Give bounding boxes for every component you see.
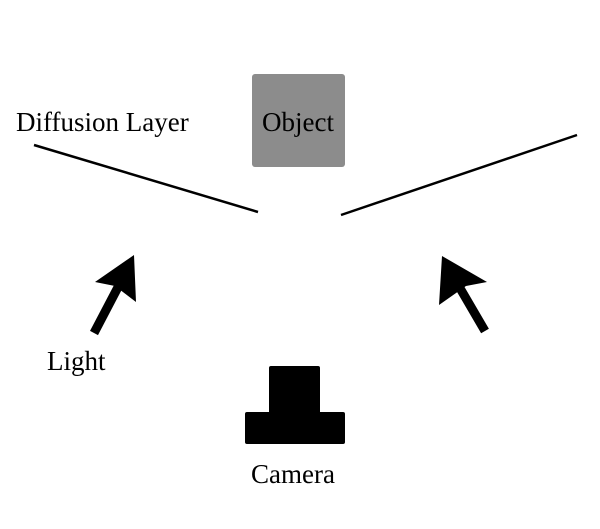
- diffusion-layer-label: Diffusion Layer: [16, 107, 189, 137]
- object-box: [252, 74, 345, 167]
- camera-icon: [245, 366, 345, 444]
- diffusion-layer-left-line: [33, 143, 259, 214]
- camera-label: Camera: [251, 459, 335, 489]
- right-light-arrow-icon: [439, 256, 489, 334]
- object-label: Object: [262, 107, 334, 137]
- diffusion-layer-right-line: [340, 133, 578, 217]
- left-light-arrow-icon: [90, 255, 136, 336]
- light-label: Light: [47, 346, 106, 376]
